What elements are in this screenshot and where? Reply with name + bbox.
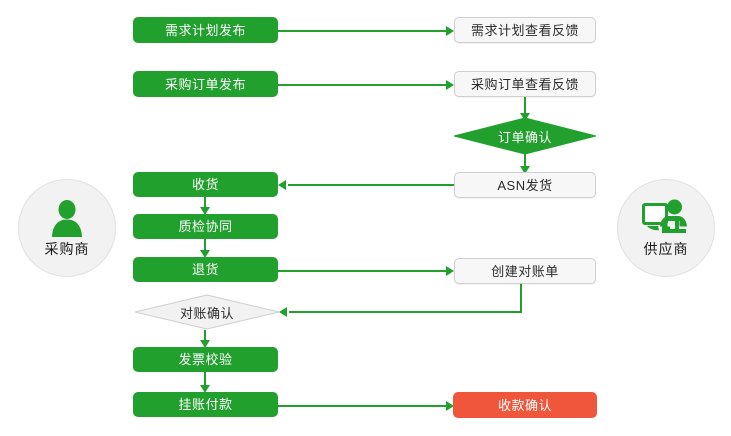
node-invoice-verify[interactable]: 发票校验 — [133, 347, 278, 372]
diamond-shape — [134, 294, 280, 330]
edge-statement-to-confirm-arrow — [279, 307, 287, 317]
edge-po-publish — [277, 84, 447, 86]
edge-statement-to-confirm — [289, 311, 522, 313]
edge-qc-to-return-arrow — [200, 250, 210, 258]
edge-po-to-confirm — [524, 97, 526, 119]
edge-invoice-to-payment — [204, 372, 206, 387]
edge-invoice-to-payment-arrow — [200, 385, 210, 393]
edge-statement-down — [520, 284, 522, 313]
node-return-goods[interactable]: 退货 — [133, 257, 278, 282]
node-receipt-confirm[interactable]: 收款确认 — [453, 392, 597, 418]
node-payable-payment[interactable]: 挂账付款 — [133, 392, 278, 417]
edge-demand-plan — [277, 30, 447, 32]
person-icon — [43, 197, 91, 237]
edge-return-to-statement — [277, 270, 447, 272]
node-quality-check[interactable]: 质检协同 — [133, 214, 278, 239]
node-receive-goods[interactable]: 收货 — [133, 172, 278, 197]
node-demand-plan-publish[interactable]: 需求计划发布 — [133, 17, 278, 43]
diamond-shape — [454, 118, 596, 154]
node-po-feedback[interactable]: 采购订单查看反馈 — [454, 71, 596, 97]
node-order-confirm[interactable]: 订单确认 — [454, 118, 596, 154]
edge-asn-to-receive-arrow — [278, 180, 286, 190]
node-asn-ship[interactable]: ASN发货 — [454, 172, 596, 198]
actor-buyer-label: 采购商 — [44, 241, 90, 257]
edge-confirm-to-asn-arrow — [520, 166, 530, 174]
edge-confirm-to-invoice — [204, 330, 206, 342]
node-order-confirm-label: 订单确认 — [497, 129, 552, 145]
node-po-publish[interactable]: 采购订单发布 — [133, 71, 278, 97]
person-at-computer-icon — [642, 197, 690, 237]
edge-return-to-statement-arrow — [446, 266, 454, 276]
edge-receive-to-qc-arrow — [200, 207, 210, 215]
edge-po-publish-arrow — [446, 80, 454, 90]
actor-supplier[interactable]: 供应商 — [617, 179, 715, 277]
edge-po-to-confirm-arrow — [520, 113, 530, 121]
node-create-statement[interactable]: 创建对账单 — [454, 258, 596, 284]
actor-buyer[interactable]: 采购商 — [18, 179, 116, 277]
edge-payment-to-receipt — [277, 405, 447, 407]
node-demand-plan-feedback[interactable]: 需求计划查看反馈 — [454, 17, 596, 43]
edge-asn-to-receive — [288, 184, 455, 186]
actor-supplier-label: 供应商 — [643, 241, 689, 257]
edge-confirm-to-invoice-arrow — [200, 340, 210, 348]
edge-qc-to-return — [204, 239, 206, 252]
node-statement-confirm[interactable]: 对账确认 — [134, 294, 280, 330]
edge-demand-plan-arrow — [446, 26, 454, 36]
edge-confirm-to-asn — [524, 153, 526, 173]
edge-payment-to-receipt-arrow — [446, 401, 454, 411]
node-statement-confirm-label: 对账确认 — [179, 305, 234, 321]
edge-receive-to-qc — [204, 196, 206, 209]
